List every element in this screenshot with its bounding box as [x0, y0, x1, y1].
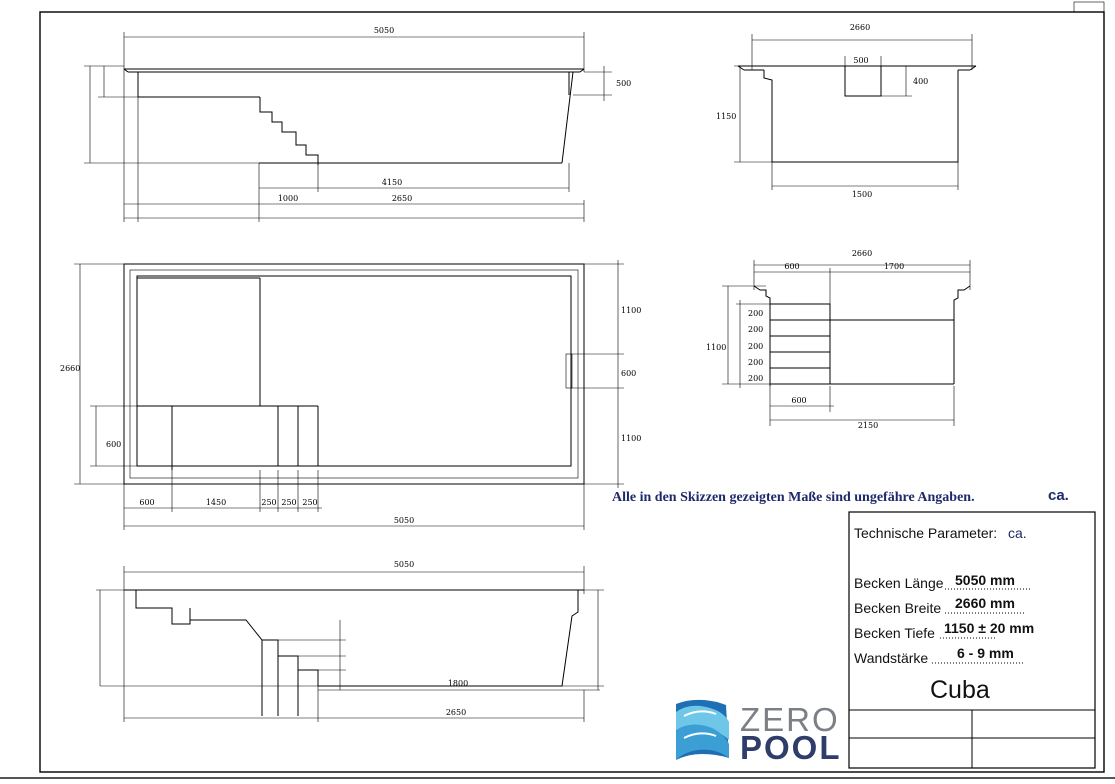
dim-bottom-side-bottom-length: 2650: [446, 708, 466, 717]
dim-plan-left-step: 600: [106, 440, 121, 449]
dim-step-height-3: 200: [748, 358, 763, 367]
title-block-heading-ca: ca.: [1008, 525, 1027, 541]
dim-steps-bottom-step: 600: [791, 396, 806, 405]
param-value-wall: 6 - 9 mm: [957, 645, 1014, 661]
dim-end-notch-depth: 400: [913, 77, 928, 86]
dim-step-height-1: 200: [748, 325, 763, 334]
dim-steps-rest-part: 1700: [884, 262, 904, 271]
dim-plan-bottom-2: 250: [261, 498, 276, 507]
dim-plan-bottom-1: 1450: [206, 498, 226, 507]
dim-plan-width: 2660: [60, 364, 80, 373]
side-view-top: 5050 500 4150 1000 2650: [84, 26, 631, 222]
dim-steps-bottom-width: 2150: [858, 421, 878, 430]
dim-plan-bottom-0: 600: [139, 498, 154, 507]
dim-end-notch-width: 500: [853, 56, 868, 65]
dim-plan-overall-length: 5050: [394, 516, 414, 525]
param-label-width: Becken Breite: [854, 600, 941, 616]
logo-text-zero: ZERO: [740, 701, 840, 738]
wave-logo-icon: [676, 699, 729, 760]
sheet-outer-border: [39, 11, 1105, 773]
dim-steps-width: 2660: [852, 249, 872, 258]
dim-plan-bottom-3: 250: [281, 498, 296, 507]
dim-end-bottom-width: 1500: [852, 190, 872, 199]
disclaimer-ca: ca.: [1048, 487, 1069, 504]
sheet-frame-corner-top: [1073, 1, 1105, 13]
dim-bottom-side-overall: 5050: [394, 560, 414, 569]
dim-plan-right-lower: 1100: [621, 434, 641, 443]
param-value-width: 2660 mm: [955, 595, 1015, 611]
param-value-length: 5050 mm: [955, 572, 1015, 588]
dim-plan-right-mid: 600: [621, 369, 636, 378]
dim-bottom-side-step-length: 1800: [448, 679, 468, 688]
model-name: Cuba: [930, 676, 990, 704]
end-view-top: 2660 500 400 1150 1500: [716, 23, 977, 199]
dim-plan-bottom-4: 250: [302, 498, 317, 507]
logo-text-pool: POOL: [740, 729, 842, 766]
plan-view: 2660 600 1100 600 1100 600 1450 250 250 …: [60, 260, 641, 530]
dim-end-width: 2660: [850, 23, 870, 32]
dim-side-step-bottom: 4150: [382, 178, 402, 187]
param-label-depth: Becken Tiefe: [854, 625, 935, 641]
param-value-depth: 1150 ± 20 mm: [944, 620, 1034, 636]
dim-end-depth: 1150: [716, 112, 736, 121]
dim-step-height-4: 200: [748, 374, 763, 383]
dim-side-overall: 5050: [374, 26, 394, 35]
end-view-steps: 2660 600 1700 1100 200 200 200 200 200 6…: [706, 249, 971, 430]
param-label-length: Becken Länge: [854, 575, 944, 591]
title-block: Technische Parameter: ca. Becken Länge 5…: [848, 511, 1096, 769]
dim-steps-depth: 1100: [706, 343, 726, 352]
dim-step-height-0: 200: [748, 309, 763, 318]
dim-steps-step-part: 600: [784, 262, 799, 271]
disclaimer-note: Alle in den Skizzen gezeigten Maße sind …: [612, 490, 975, 505]
title-block-heading: Technische Parameter:: [854, 525, 997, 541]
side-view-bottom: 5050 1800 2650: [96, 560, 604, 722]
dim-side-step-run: 1000: [278, 194, 298, 203]
param-label-wall: Wandstärke: [854, 650, 928, 666]
dim-side-depth-right: 500: [616, 79, 631, 88]
dim-side-bottom-length: 2650: [392, 194, 412, 203]
dim-step-height-2: 200: [748, 342, 763, 351]
zeropool-logo: ZERO POOL: [676, 699, 842, 766]
dim-plan-right-upper: 1100: [621, 306, 641, 315]
